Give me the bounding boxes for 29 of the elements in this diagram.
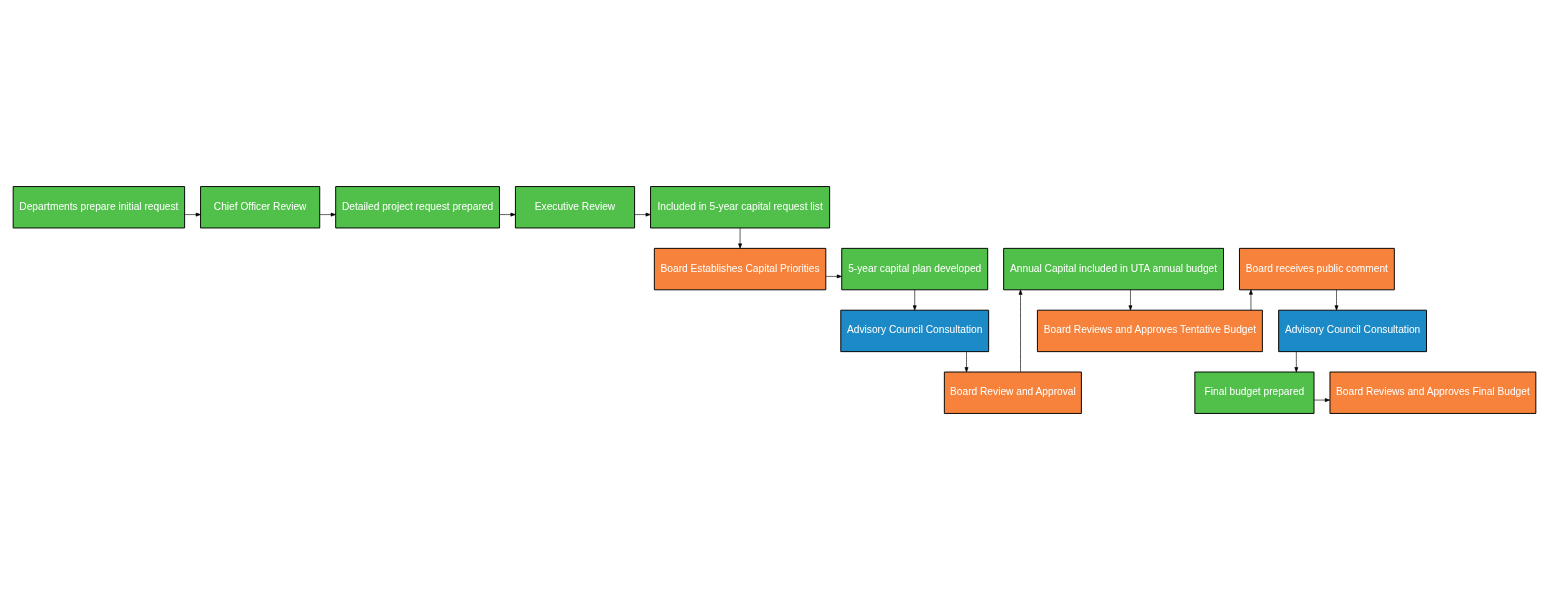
node-box: Advisory Council Consultation	[1278, 309, 1427, 352]
node-box: Executive Review	[514, 185, 636, 228]
arrow	[825, 274, 842, 278]
node-box: Chief Officer Review	[200, 185, 321, 228]
arrow	[1313, 397, 1330, 402]
arrow	[1294, 350, 1299, 372]
node-box: Board Reviews and Approves Tentative Budget	[1036, 309, 1263, 352]
arrow	[319, 212, 336, 216]
node-box: Detailed project request prepared	[335, 185, 500, 228]
arrow	[1128, 289, 1133, 310]
arrow	[738, 227, 742, 249]
node-box: Departments prepare initial request	[12, 185, 186, 228]
node-box: Final budget prepared	[1194, 371, 1315, 414]
node-box: Included in 5-year capital request list	[650, 185, 831, 228]
node-box: Annual Capital included in UTA annual budget	[1003, 247, 1224, 290]
arrow	[634, 212, 651, 216]
node-box: 5-year capital plan developed	[841, 247, 989, 290]
arrow	[964, 350, 969, 372]
node-box: Board Review and Approval	[943, 371, 1082, 414]
node-box: Board receives public comment	[1239, 247, 1395, 290]
arrow	[499, 212, 516, 216]
arrow	[1334, 289, 1339, 310]
node-box: Advisory Council Consultation	[840, 309, 990, 352]
node-box: Board Establishes Capital Priorities	[653, 247, 827, 290]
arrow	[1249, 289, 1253, 310]
node-box: Board Reviews and Approves Final Budget	[1329, 371, 1537, 414]
arrow	[912, 289, 917, 310]
arrow	[184, 212, 201, 216]
arrow	[1018, 289, 1023, 372]
